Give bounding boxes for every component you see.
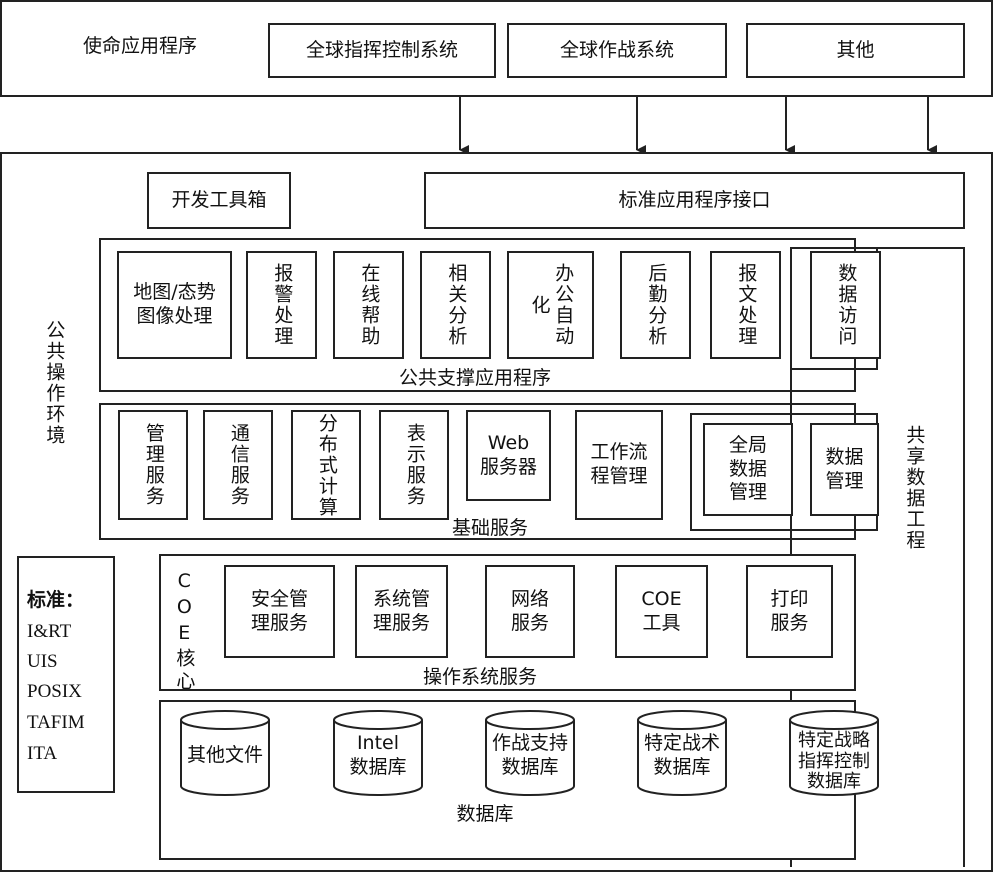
standard-item: TAFIM — [27, 712, 85, 733]
coe-tools: COE 工具 — [615, 565, 708, 658]
support-app-office-automation: 办公自动化 — [507, 251, 594, 359]
db-specific-strategic: 特定战略 指挥控制 数据库 — [798, 729, 870, 793]
base-service-presentation: 表示服务 — [379, 410, 449, 520]
mission-applications-label: 使命应用程序 — [82, 35, 197, 57]
system-management-service: 系统管 理服务 — [355, 565, 448, 658]
print-service: 打印 服务 — [746, 565, 833, 658]
standard-item: UIS — [27, 651, 58, 672]
data-management: 数据 管理 — [810, 423, 879, 516]
connector-arrows — [459, 97, 937, 155]
global-data-management: 全局 数据 管理 — [703, 423, 793, 516]
support-app-data-access: 数据访问 — [810, 251, 881, 359]
network-service: 网络 服务 — [485, 565, 575, 658]
support-app-online-help: 在线帮助 — [333, 251, 404, 359]
database-label: 数据库 — [456, 803, 514, 825]
os-services-label: 操作系统服务 — [422, 666, 537, 688]
base-service-distributed-computing: 分布式计算 — [291, 410, 361, 520]
standard-item: I&RT — [27, 621, 72, 642]
security-management-service: 安全管 理服务 — [224, 565, 335, 658]
base-service-workflow: 工作流 程管理 — [575, 410, 663, 520]
development-toolkit: 开发工具箱 — [147, 172, 291, 229]
base-service-communication: 通信服务 — [203, 410, 273, 520]
app-other: 其他 — [746, 23, 965, 78]
database-cylinders — [180, 710, 879, 796]
standards-title: 标准： — [27, 589, 85, 611]
support-app-logistics: 后勤分析 — [620, 251, 691, 359]
standard-item: ITA — [27, 743, 58, 764]
standard-api: 标准应用程序接口 — [424, 172, 965, 229]
base-service-management: 管理服务 — [118, 410, 188, 520]
db-combat-support: 作战支持 数据库 — [491, 732, 568, 778]
support-app-message: 报文处理 — [710, 251, 781, 359]
app-global-command-control: 全球指挥控制系统 — [268, 23, 496, 78]
coe-core-label: COE核心 — [173, 570, 196, 694]
app-global-combat-system: 全球作战系统 — [507, 23, 727, 78]
standard-item: POSIX — [27, 681, 82, 702]
shared-data-engineering-label: 共享数据工程 — [903, 425, 926, 551]
common-operating-environment-label: 公共操作环境 — [43, 320, 66, 446]
common-support-applications-label: 公共支撑应用程序 — [398, 367, 551, 389]
db-intel: Intel 数据库 — [349, 732, 407, 778]
support-app-correlation: 相关分析 — [420, 251, 491, 359]
db-specific-tactical: 特定战术 数据库 — [643, 732, 720, 778]
base-services-label: 基础服务 — [451, 517, 528, 539]
db-other-files: 其他文件 — [186, 744, 263, 767]
support-app-map-image: 地图/态势 图像处理 — [117, 251, 232, 359]
standards-box — [17, 556, 115, 793]
support-app-alarm: 报警处理 — [246, 251, 317, 359]
base-service-web-server: Web 服务器 — [466, 410, 551, 501]
